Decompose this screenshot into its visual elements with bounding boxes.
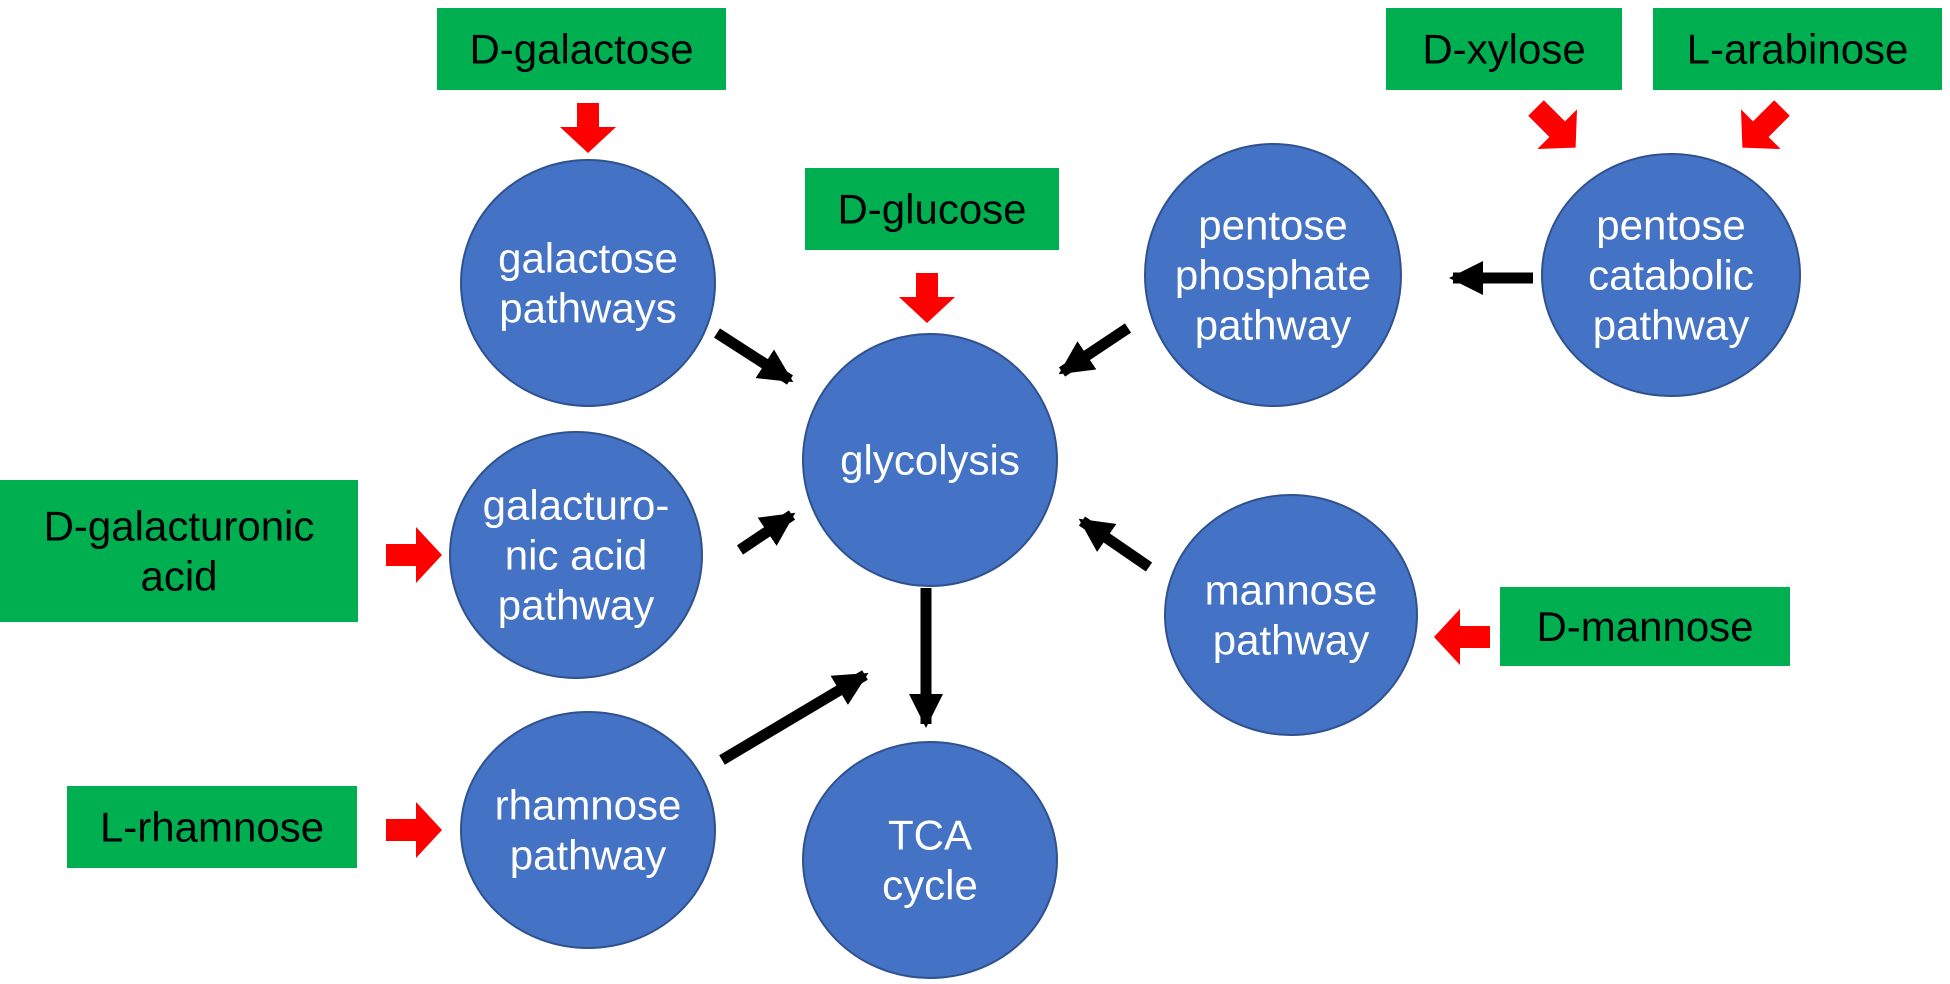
input-arrow bbox=[1528, 100, 1578, 150]
flow-arrows bbox=[714, 261, 1533, 765]
flow-arrow bbox=[1078, 516, 1153, 572]
mannose-pathway-label-line: pathway bbox=[1213, 617, 1369, 664]
input-arrow bbox=[386, 527, 442, 583]
pentose-catabolic-pathway-ellipse bbox=[1541, 153, 1801, 397]
pathway-nodes: galactosepathwaysglycolysispentosephosph… bbox=[449, 143, 1801, 979]
pentose-catabolic-pathway-label-line: catabolic bbox=[1588, 252, 1754, 299]
d-xylose-rect bbox=[1386, 8, 1622, 90]
rhamnose-pathway-label-line: rhamnose bbox=[495, 782, 682, 829]
galactose-pathways-ellipse bbox=[460, 159, 716, 407]
galactose-pathways-label-line: pathways bbox=[499, 285, 676, 332]
input-arrow bbox=[386, 802, 442, 858]
d-galactose-label-line: D-galactose bbox=[469, 26, 693, 73]
tca-cycle-label-line: cycle bbox=[882, 862, 978, 909]
input-arrows bbox=[386, 100, 1790, 858]
pentose-phosphate-pathway-label-line: pathway bbox=[1195, 302, 1351, 349]
d-galacturonic-acid-label-line: acid bbox=[140, 553, 217, 600]
mannose-pathway-ellipse bbox=[1164, 494, 1418, 736]
l-rhamnose-box: L-rhamnose bbox=[67, 786, 357, 868]
l-rhamnose-label-line: L-rhamnose bbox=[100, 804, 324, 851]
d-glucose-label-line: D-glucose bbox=[837, 186, 1026, 233]
galacturonic-acid-pathway-label-line: nic acid bbox=[505, 532, 647, 579]
tca-cycle-label-line: TCA bbox=[888, 812, 972, 859]
pentose-phosphate-pathway-label-line: pentose bbox=[1198, 202, 1347, 249]
input-arrow bbox=[560, 103, 616, 153]
d-glucose-box: D-glucose bbox=[805, 168, 1059, 250]
galacturonic-acid-pathway-label-line: pathway bbox=[498, 582, 654, 629]
d-galacturonic-acid-rect bbox=[0, 480, 358, 622]
input-arrow bbox=[1740, 100, 1790, 150]
glycolysis-label-line: glycolysis bbox=[840, 437, 1020, 484]
rhamnose-pathway-ellipse bbox=[460, 711, 716, 949]
d-galacturonic-acid-label-line: D-galacturonic bbox=[44, 503, 315, 550]
l-arabinose-rect bbox=[1653, 8, 1942, 90]
input-arrow bbox=[899, 273, 955, 323]
l-rhamnose-rect bbox=[67, 786, 357, 868]
d-galactose-rect bbox=[437, 8, 726, 90]
d-xylose-box: D-xylose bbox=[1386, 8, 1622, 90]
input-arrow bbox=[1434, 609, 1490, 665]
d-xylose-label-line: D-xylose bbox=[1422, 26, 1585, 73]
pentose-phosphate-pathway-ellipse bbox=[1144, 143, 1402, 407]
flow-arrow bbox=[1058, 323, 1132, 377]
tca-cycle-ellipse bbox=[802, 741, 1058, 979]
galacturonic-acid-pathway-ellipse bbox=[449, 431, 703, 679]
d-glucose-rect bbox=[805, 168, 1059, 250]
l-arabinose-box: L-arabinose bbox=[1653, 8, 1942, 90]
rhamnose-pathway-label-line: pathway bbox=[510, 832, 666, 879]
pentose-catabolic-pathway-label-line: pentose bbox=[1596, 202, 1745, 249]
pentose-phosphate-pathway-label-line: phosphate bbox=[1175, 252, 1371, 299]
d-mannose-rect bbox=[1500, 587, 1790, 666]
d-mannose-box: D-mannose bbox=[1500, 587, 1790, 666]
mannose-pathway-label-line: mannose bbox=[1205, 567, 1378, 614]
flow-arrow bbox=[736, 510, 796, 555]
d-galactose-box: D-galactose bbox=[437, 8, 726, 90]
galactose-pathways-label-line: galactose bbox=[498, 235, 678, 282]
flow-arrow bbox=[714, 328, 794, 385]
d-mannose-label-line: D-mannose bbox=[1536, 603, 1753, 650]
l-arabinose-label-line: L-arabinose bbox=[1687, 26, 1909, 73]
pentose-catabolic-pathway-label-line: pathway bbox=[1593, 302, 1749, 349]
flow-arrow bbox=[719, 670, 869, 765]
glycolysis-ellipse bbox=[802, 333, 1058, 587]
glycolysis-node: glycolysis bbox=[802, 333, 1058, 587]
galacturonic-acid-pathway-label-line: galacturo- bbox=[483, 482, 670, 529]
